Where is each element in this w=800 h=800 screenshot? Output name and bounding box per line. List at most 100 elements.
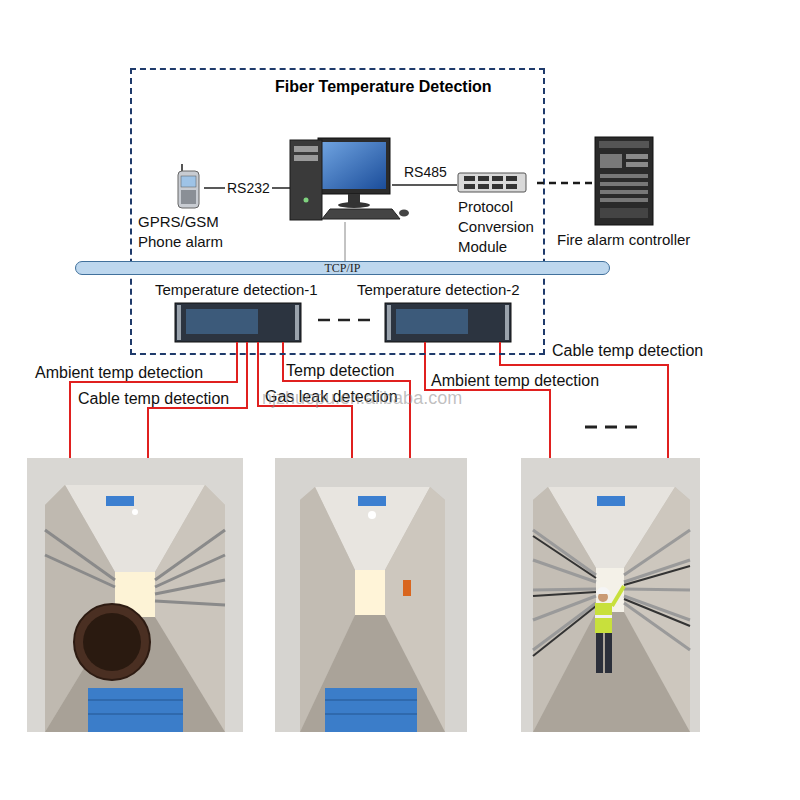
dash — [605, 426, 617, 429]
step-edge — [325, 713, 417, 715]
fiber-function-label: Gas leak detection — [265, 388, 398, 406]
bus-label: TCP/IP — [76, 262, 609, 274]
cable — [624, 599, 690, 626]
rack-handle — [295, 305, 299, 340]
fiber-line — [70, 342, 237, 458]
converter-device — [458, 173, 526, 192]
temperature-unit: Temperature detection-2 — [355, 281, 545, 343]
panel-display — [600, 154, 622, 168]
port — [506, 176, 517, 181]
cable — [533, 592, 596, 596]
photo-frame — [521, 458, 700, 732]
panel-button — [626, 162, 648, 167]
device-caption: Protocol Conversion Module — [458, 197, 537, 257]
phone-icon — [178, 164, 199, 208]
panel-case — [595, 137, 653, 225]
pc-tower — [290, 140, 322, 220]
panel-button — [600, 182, 648, 186]
unit-heading: Temperature detection-2 — [357, 281, 520, 299]
cable-trays — [45, 530, 225, 605]
power-led — [304, 198, 309, 203]
interface-label: RS485 — [404, 164, 447, 180]
panel-button — [600, 198, 648, 202]
fiber-line — [283, 342, 410, 458]
rack — [624, 560, 690, 582]
tunnel-sign — [597, 496, 625, 506]
port — [464, 184, 475, 189]
tunnel-photo — [521, 458, 700, 732]
watermark: njzhuopu.en.alibaba.com — [262, 388, 462, 408]
rack — [624, 589, 690, 590]
fiber-line — [425, 342, 550, 458]
cable-racks — [533, 530, 690, 650]
tunnel-floor — [300, 615, 445, 732]
tunnel-photo — [27, 458, 243, 732]
worker-leg — [596, 633, 603, 673]
phone-screen — [181, 176, 196, 187]
rack — [533, 530, 596, 575]
worker-helmet — [596, 587, 610, 594]
tray — [155, 601, 225, 605]
fiber-function-label: Temp detection — [286, 362, 395, 380]
port — [492, 184, 503, 189]
interface-label: RS232 — [227, 180, 270, 196]
port — [492, 176, 503, 181]
drive-bay — [294, 155, 318, 161]
monitor-screen — [322, 142, 386, 189]
tunnel-face — [300, 487, 445, 732]
device-caption: GPRS/GSM Phone alarm — [138, 212, 253, 252]
unit-panel — [396, 309, 468, 334]
tunnel-photo — [275, 458, 467, 732]
sensing-fibers — [70, 342, 668, 458]
fiber-function-label: Ambient temp detection — [431, 372, 599, 390]
tray — [45, 555, 115, 587]
monitor-frame — [318, 138, 390, 194]
tunnel-face — [533, 487, 690, 732]
step-edge — [88, 713, 183, 715]
blue-steps — [325, 688, 417, 732]
tunnel-sign — [106, 496, 134, 506]
dts-unit — [385, 303, 511, 342]
panel-keypad — [600, 208, 648, 218]
converter-case — [458, 173, 526, 192]
rack — [624, 596, 690, 620]
cable — [624, 566, 690, 585]
rack — [533, 596, 596, 620]
panel-button — [600, 190, 648, 194]
dash — [585, 426, 597, 429]
tunnel-end-light — [355, 570, 385, 615]
rack — [624, 603, 690, 650]
system-boundary: Fiber Temperature DetectionGPRS/GSM Phon… — [130, 68, 545, 355]
ceiling-light — [368, 511, 376, 519]
cable — [533, 606, 596, 656]
unit-heading: Temperature detection-1 — [155, 281, 318, 299]
fiber-function-label: Ambient temp detection — [35, 364, 203, 382]
fiber-function-label: Cable temp detection — [552, 342, 703, 360]
dts-unit — [175, 303, 301, 342]
worker-arm — [612, 586, 624, 606]
fiber-function-label: Cable temp detection — [78, 390, 229, 408]
drive-bay — [294, 146, 318, 152]
port — [478, 184, 489, 189]
rs485-wire — [392, 184, 457, 186]
dash — [625, 426, 637, 429]
ceiling-light — [132, 509, 138, 515]
panel-button — [626, 154, 648, 159]
continuation-dashes — [585, 427, 637, 428]
wall-box — [403, 580, 411, 596]
pipe-bore — [83, 613, 141, 671]
blue-steps — [88, 688, 183, 732]
port — [478, 176, 489, 181]
unit-panel — [186, 309, 258, 334]
rack — [533, 603, 596, 650]
fiber-line — [258, 342, 352, 458]
rack-handle — [177, 305, 181, 340]
unit-case — [175, 303, 301, 342]
fiber-line — [500, 342, 668, 458]
mouse — [399, 210, 409, 217]
step-edge — [88, 699, 183, 701]
